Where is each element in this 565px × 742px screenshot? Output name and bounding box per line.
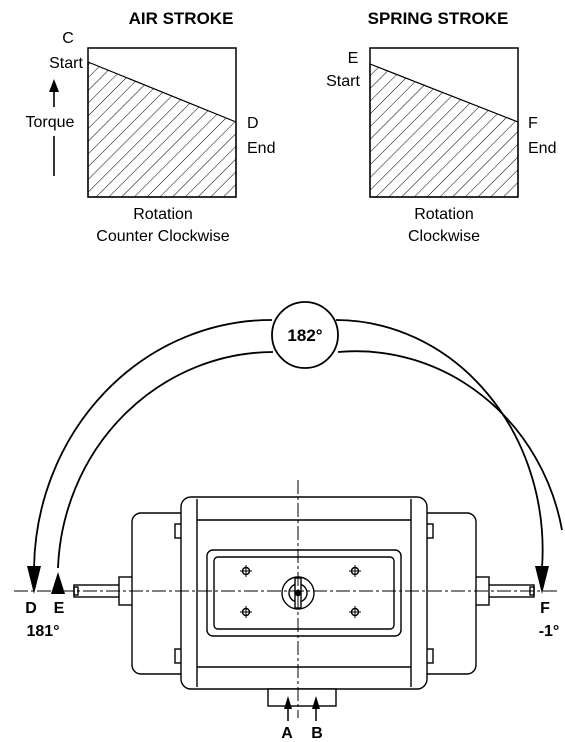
port-arrows: A B: [281, 696, 323, 742]
angle-bubble: [271, 301, 339, 369]
spring-start-letter: E: [348, 50, 359, 67]
air-end-letter: D: [247, 115, 259, 132]
port-b-label: B: [311, 725, 323, 742]
arc-inner-left: [57, 351, 274, 569]
arc-outer-left: [33, 319, 273, 569]
mounting-plate-inner: [213, 556, 395, 630]
air-rotation-label: Rotation: [133, 206, 193, 223]
arrowhead-f-icon: [535, 566, 549, 594]
air-torque-area: [87, 61, 237, 198]
centerlines: [14, 480, 558, 718]
marker-d-label: D: [25, 600, 37, 617]
port-a-label: A: [281, 725, 293, 742]
position-labels: D E 181° F -1°: [25, 600, 559, 640]
air-start-label: Start: [49, 55, 83, 72]
spring-end-letter: F: [528, 115, 538, 132]
arrowhead-e-icon: [51, 572, 65, 594]
port-block: [267, 688, 337, 707]
arc-inner-right: [337, 350, 563, 531]
torque-arrowhead-icon: [49, 79, 59, 92]
spring-start-label: Start: [326, 73, 360, 90]
torque-label: Torque: [26, 114, 75, 131]
port-a-arrowhead-icon: [284, 696, 292, 709]
air-stroke-title: AIR STROKE: [129, 9, 234, 28]
left-angle-label: 181°: [26, 623, 59, 640]
spring-torque-area: [369, 63, 519, 198]
air-graph-frame: [87, 47, 237, 198]
spring-end-label: End: [528, 140, 556, 157]
air-stroke-graph: AIR STROKE C Start Torque D End Rotation…: [26, 9, 276, 245]
arc-outer-right: [335, 319, 544, 569]
actuator-body: [73, 496, 535, 707]
arrowhead-d-icon: [27, 566, 41, 594]
air-end-label: End: [247, 140, 275, 157]
air-direction-label: Counter Clockwise: [96, 228, 229, 245]
rotation-arcs: 182°: [27, 301, 563, 594]
port-b-arrowhead-icon: [312, 696, 320, 709]
spring-rotation-label: Rotation: [414, 206, 474, 223]
spring-direction-label: Clockwise: [408, 228, 480, 245]
mount-hole-crosshairs: [240, 565, 361, 618]
right-angle-label: -1°: [539, 623, 560, 640]
spring-stroke-graph: SPRING STROKE E Start F End Rotation Clo…: [326, 9, 556, 245]
air-start-letter: C: [62, 30, 74, 47]
spring-stroke-title: SPRING STROKE: [368, 9, 509, 28]
spring-graph-frame: [369, 47, 519, 198]
marker-e-label: E: [54, 600, 65, 617]
marker-f-label: F: [540, 600, 550, 617]
arc-angle-label: 182°: [287, 326, 322, 345]
